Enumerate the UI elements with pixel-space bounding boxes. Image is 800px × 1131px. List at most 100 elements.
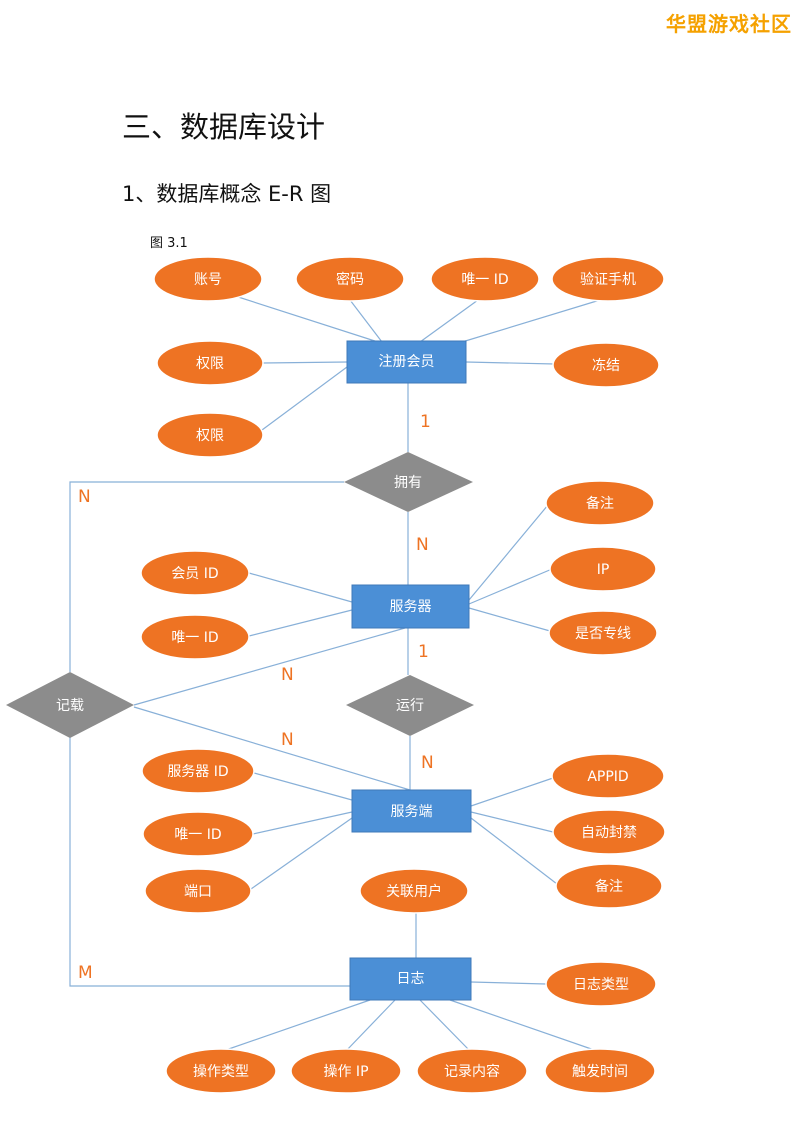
attr-unique-id-3: 唯一 ID xyxy=(142,811,254,857)
edge-verify-phone xyxy=(461,299,601,343)
edge-own-record xyxy=(69,481,344,672)
edge-appid xyxy=(470,777,554,807)
attributes-permission-1-label: 权限 xyxy=(196,356,224,372)
attributes-unique-id-2-label: 唯一 ID xyxy=(171,630,218,646)
edge-record-client xyxy=(133,706,411,791)
attributes: 账号 密码 唯一 ID 验证手机 权限 权限 冻结 备注 IP 是否专线 会员 … xyxy=(140,256,666,1094)
attributes-member-id-label: 会员 ID xyxy=(171,566,218,582)
entity-server-label: 服务器 xyxy=(390,599,432,615)
edge-member-id xyxy=(248,572,353,603)
edge-log-type xyxy=(470,981,547,985)
attr-verify-phone: 验证手机 xyxy=(551,256,665,302)
card-record-server: N xyxy=(281,665,294,685)
relationship-run-label: 运行 xyxy=(396,698,424,714)
edge-unique-id-1 xyxy=(419,299,479,343)
edge-account xyxy=(231,294,379,343)
card-own-record: N xyxy=(78,487,91,507)
attr-note-2: 备注 xyxy=(555,863,663,909)
attributes-op-ip-label: 操作 IP xyxy=(323,1064,368,1080)
relationship-own-label: 拥有 xyxy=(394,475,422,491)
attributes-freeze-label: 冻结 xyxy=(592,357,620,374)
attributes-trigger-time-label: 触发时间 xyxy=(572,1064,628,1080)
edge-auto-ban xyxy=(470,811,554,833)
attributes-note-2-label: 备注 xyxy=(595,878,623,895)
attr-related-user: 关联用户 xyxy=(359,868,469,914)
edge-password xyxy=(349,299,383,343)
figure-label: 图 3.1 xyxy=(150,236,188,251)
relationship-run: 运行 xyxy=(346,675,474,736)
card-server-run: 1 xyxy=(418,642,429,662)
entity-server: 服务器 xyxy=(351,584,470,629)
attr-trigger-time: 触发时间 xyxy=(544,1048,656,1094)
entity-log-label: 日志 xyxy=(397,971,425,987)
edges xyxy=(69,294,601,1053)
edge-unique-id-2 xyxy=(248,609,353,637)
edge-trigger-time xyxy=(449,999,601,1053)
attributes-log-type-label: 日志类型 xyxy=(573,977,629,993)
attributes-password-label: 密码 xyxy=(336,271,364,288)
attributes-record-content-label: 记录内容 xyxy=(444,1063,500,1080)
attr-server-id: 服务器 ID xyxy=(141,748,255,794)
attr-permission-2: 权限 xyxy=(156,412,264,458)
attr-dedicated-line: 是否专线 xyxy=(548,610,658,656)
entity-member: 注册会员 xyxy=(346,340,467,384)
card-record-client: N xyxy=(281,730,294,750)
cardinalities: 1 N N 1 N N N M xyxy=(78,412,434,983)
attr-auto-ban: 自动封禁 xyxy=(552,809,666,855)
card-run-client: N xyxy=(421,753,434,773)
entity-client: 服务端 xyxy=(351,789,472,833)
attributes-note-1-label: 备注 xyxy=(586,495,614,512)
edge-op-ip xyxy=(344,999,396,1053)
attr-account: 账号 xyxy=(153,256,263,302)
relationship-record-label: 记载 xyxy=(56,698,84,714)
card-own-server: N xyxy=(416,535,429,555)
attributes-unique-id-1-label: 唯一 ID xyxy=(461,272,508,288)
card-member-own: 1 xyxy=(420,412,431,432)
watermark-logo: 华盟游戏社区 xyxy=(666,12,792,36)
edge-server-id xyxy=(253,772,353,801)
attr-op-ip: 操作 IP xyxy=(290,1048,402,1094)
attr-log-type: 日志类型 xyxy=(545,961,657,1007)
edge-permission-1 xyxy=(262,361,348,364)
attr-note-1: 备注 xyxy=(545,480,655,526)
card-record-log: M xyxy=(78,963,93,983)
attr-member-id: 会员 ID xyxy=(140,550,250,596)
attributes-port-label: 端口 xyxy=(184,884,212,900)
attributes-server-id-label: 服务器 ID xyxy=(167,764,228,780)
edge-port xyxy=(250,817,353,890)
edge-record-content xyxy=(419,999,472,1053)
edge-record-server xyxy=(133,627,406,706)
attr-ip: IP xyxy=(549,546,657,592)
attr-unique-id-1: 唯一 ID xyxy=(430,256,540,302)
attributes-verify-phone-label: 验证手机 xyxy=(580,272,636,288)
edge-freeze xyxy=(465,361,556,365)
attr-op-type: 操作类型 xyxy=(165,1048,277,1094)
edge-unique-id-3 xyxy=(252,811,353,835)
attr-password: 密码 xyxy=(295,256,405,302)
edge-op-type xyxy=(219,999,371,1053)
attr-appid: APPID xyxy=(551,753,665,799)
attributes-ip-label: IP xyxy=(597,562,610,578)
attributes-related-user-label: 关联用户 xyxy=(386,883,442,900)
edge-note-2 xyxy=(470,817,558,885)
attributes-account-label: 账号 xyxy=(194,272,222,288)
attributes-op-type-label: 操作类型 xyxy=(193,1064,249,1080)
section-heading: 三、数据库设计 xyxy=(122,110,326,144)
attr-record-content: 记录内容 xyxy=(416,1048,528,1094)
entity-log: 日志 xyxy=(349,957,472,1001)
relationship-own: 拥有 xyxy=(344,452,473,512)
entity-member-label: 注册会员 xyxy=(379,354,435,370)
attributes-dedicated-line-label: 是否专线 xyxy=(575,626,631,642)
edge-dedicated xyxy=(468,607,551,632)
edge-note-1 xyxy=(468,504,549,601)
edge-permission-2 xyxy=(261,366,348,431)
attributes-auto-ban-label: 自动封禁 xyxy=(581,825,637,841)
attr-unique-id-2: 唯一 ID xyxy=(140,614,250,660)
attr-permission-1: 权限 xyxy=(156,340,264,386)
relationships: 拥有 运行 记载 xyxy=(6,452,474,738)
subsection-heading: 1、数据库概念 E-R 图 xyxy=(122,182,332,206)
attributes-permission-2-label: 权限 xyxy=(196,428,224,444)
attributes-appid-label: APPID xyxy=(587,769,628,785)
attributes-unique-id-3-label: 唯一 ID xyxy=(174,827,221,843)
